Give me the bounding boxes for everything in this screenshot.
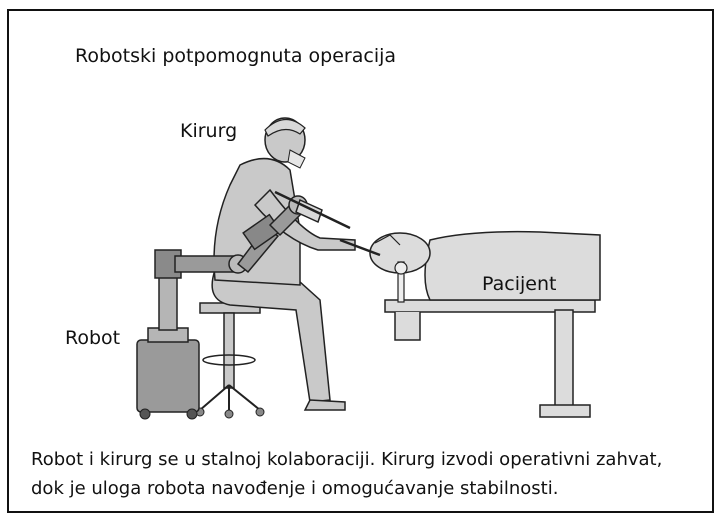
label-patient: Pacijent (482, 273, 556, 295)
patient-bed (385, 300, 595, 417)
stool (196, 303, 264, 418)
label-robot: Robot (65, 327, 120, 349)
label-surgeon: Kirurg (180, 120, 237, 142)
caption: Robot i kirurg se u stalnoj kolaboraciji… (31, 445, 707, 503)
caption-line-1: Robot i kirurg se u stalnoj kolaboraciji… (31, 445, 707, 474)
caption-line-2: dok je uloga robota navođenje i omogućav… (31, 474, 707, 503)
